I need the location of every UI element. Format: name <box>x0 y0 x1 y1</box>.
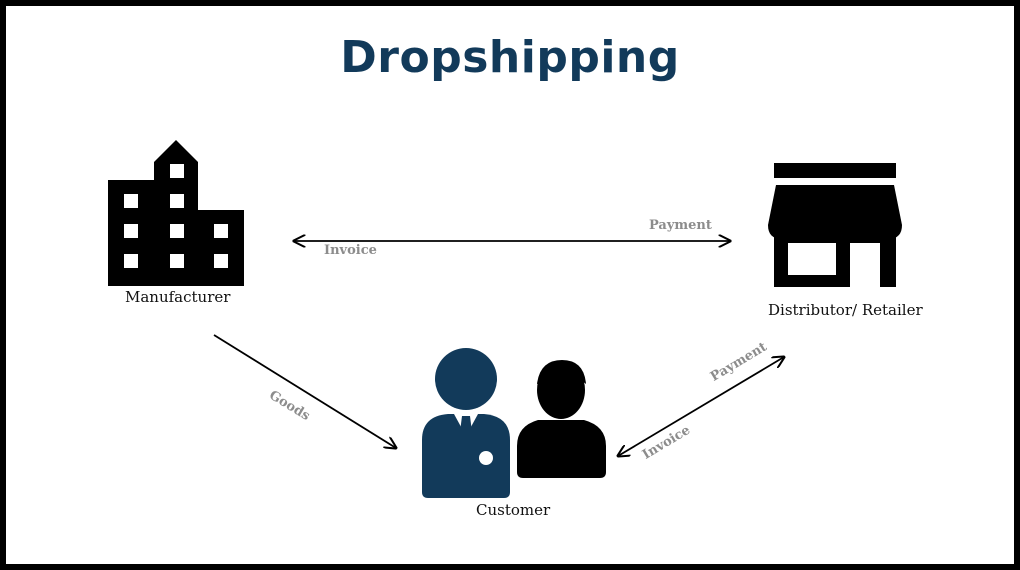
edge-label-payment-top: Payment <box>649 218 712 233</box>
storefront-icon <box>768 163 902 287</box>
edge-arrows <box>213 6 1014 564</box>
arrow-retailer-customer <box>618 357 784 456</box>
manufacturer-label: Manufacturer <box>125 288 231 306</box>
arrow-manufacturer-customer <box>213 334 396 448</box>
retailer-label: Distributor/ Retailer <box>768 301 923 319</box>
factory-building-icon <box>108 140 244 286</box>
diagram-title: Dropshipping <box>340 32 680 83</box>
edge-label-invoice-top: Invoice <box>324 243 377 258</box>
customer-people-icon <box>422 348 606 498</box>
customer-label: Customer <box>476 501 551 519</box>
